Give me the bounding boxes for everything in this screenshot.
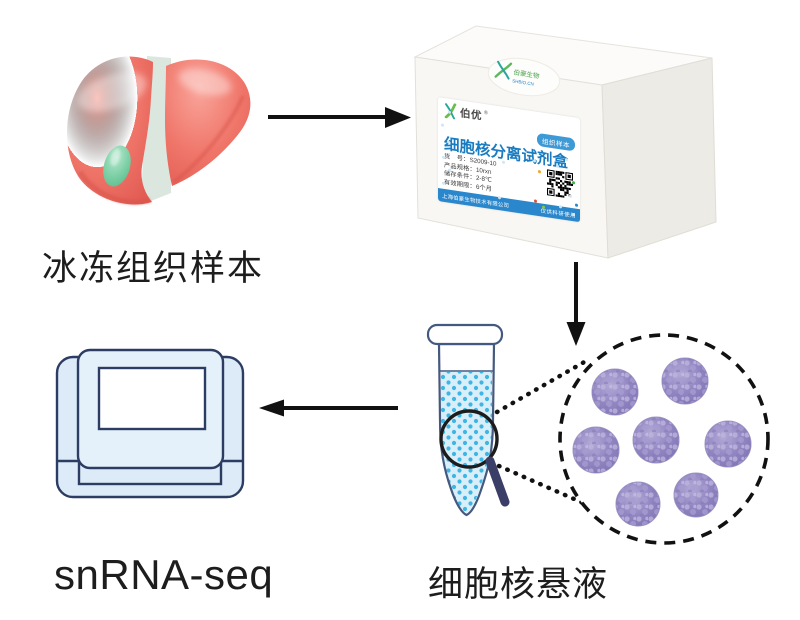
label-snrna-seq: snRNA-seq [54, 551, 274, 598]
kit-label: 伯优 ® 组织样本 细胞核分离试剂盒 货 号：S2009-10 产品规格：10r… [438, 97, 580, 223]
nucleus [572, 426, 620, 474]
research-use-note: 仅供科研使用 [540, 207, 576, 220]
label-confetti-dot [542, 205, 545, 209]
kit-box-top-sticker: 伯豪生物 SHBIO.CN [487, 57, 561, 97]
nucleus [591, 368, 639, 416]
label-decor-dot [442, 155, 445, 160]
nucleus [661, 357, 709, 405]
sequencer-icon [55, 348, 245, 499]
kit-brand-name: 伯优 [460, 106, 482, 123]
label-decor-dot [441, 123, 444, 127]
nucleus [615, 481, 661, 527]
label-nuclei-suspension: 细胞核悬液 [428, 565, 609, 604]
label-decor-dot [572, 213, 575, 217]
label-decor-dot [448, 168, 451, 172]
nucleus [673, 472, 719, 518]
nuclei-group [572, 357, 752, 527]
label-frozen-tissue-sample: 冰冻组织样本 [42, 249, 265, 288]
registered-mark: ® [484, 109, 488, 117]
label-decor-dot [556, 164, 559, 169]
zoom-connector-lines [494, 358, 593, 509]
label-decor-dot [498, 195, 501, 200]
sticker-url-text: SHBIO.CN [512, 78, 534, 86]
nuclei-zoom-circle [558, 333, 770, 545]
nucleus [704, 420, 752, 468]
nucleus [632, 416, 680, 464]
label-decor-dot [533, 159, 536, 163]
label-decor-dot [442, 181, 445, 186]
label-confetti-dot [538, 169, 541, 173]
label-decor-dot [502, 160, 505, 165]
label-decor-dot [447, 140, 450, 144]
sequencer-screen [97, 366, 207, 431]
gallbladder-icon [103, 145, 131, 187]
label-decor-dot [448, 110, 451, 114]
label-decor-dot [569, 194, 572, 199]
arrow-tube-to-seq [259, 399, 398, 417]
magnifier-icon [439, 409, 510, 507]
kit-box-side-face [601, 57, 717, 259]
label-confetti-dot [534, 199, 537, 203]
arrow-kit-to-tube [566, 262, 586, 346]
qr-code [547, 169, 573, 200]
label-confetti-dot [572, 181, 575, 184]
kit-spec-fields: 货 号：S2009-10 产品规格：10rxn 储存条件：2-8℃ 有效期限：6… [444, 153, 496, 195]
arrow-tissue-to-kit [268, 107, 411, 128]
label-decor-dot [565, 157, 568, 162]
brand-logo-icon [444, 103, 457, 120]
label-confetti-dot [575, 203, 578, 207]
label-decor-dot [559, 205, 562, 209]
centrifuge-tube-icon [426, 323, 504, 517]
tube-cap [426, 323, 504, 346]
liver-icon [66, 56, 251, 205]
